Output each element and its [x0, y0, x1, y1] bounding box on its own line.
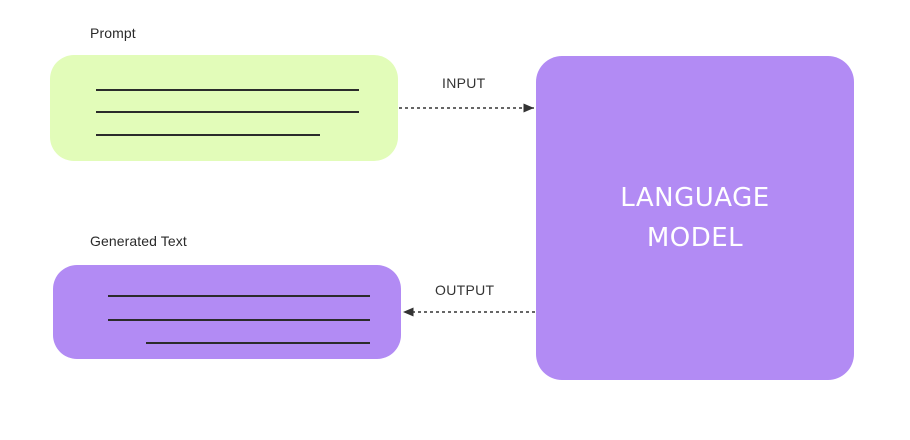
language-model-title-line1: LANGUAGE: [620, 183, 770, 213]
prompt-box: [50, 55, 398, 161]
output-label: OUTPUT: [435, 282, 495, 298]
language-model-box: LANGUAGE MODEL: [536, 56, 854, 380]
input-label: INPUT: [442, 75, 486, 91]
prompt-text-line: [96, 134, 320, 136]
generated-text-box: [53, 265, 401, 359]
generated-text-label: Generated Text: [90, 233, 187, 249]
prompt-text-line: [96, 111, 359, 113]
generated-text-line: [108, 295, 370, 297]
prompt-label: Prompt: [90, 25, 136, 41]
language-model-title: LANGUAGE MODEL: [536, 178, 854, 258]
prompt-text-line: [96, 89, 359, 91]
generated-text-line: [146, 342, 370, 344]
language-model-title-line2: MODEL: [646, 223, 744, 253]
generated-text-line: [108, 319, 370, 321]
